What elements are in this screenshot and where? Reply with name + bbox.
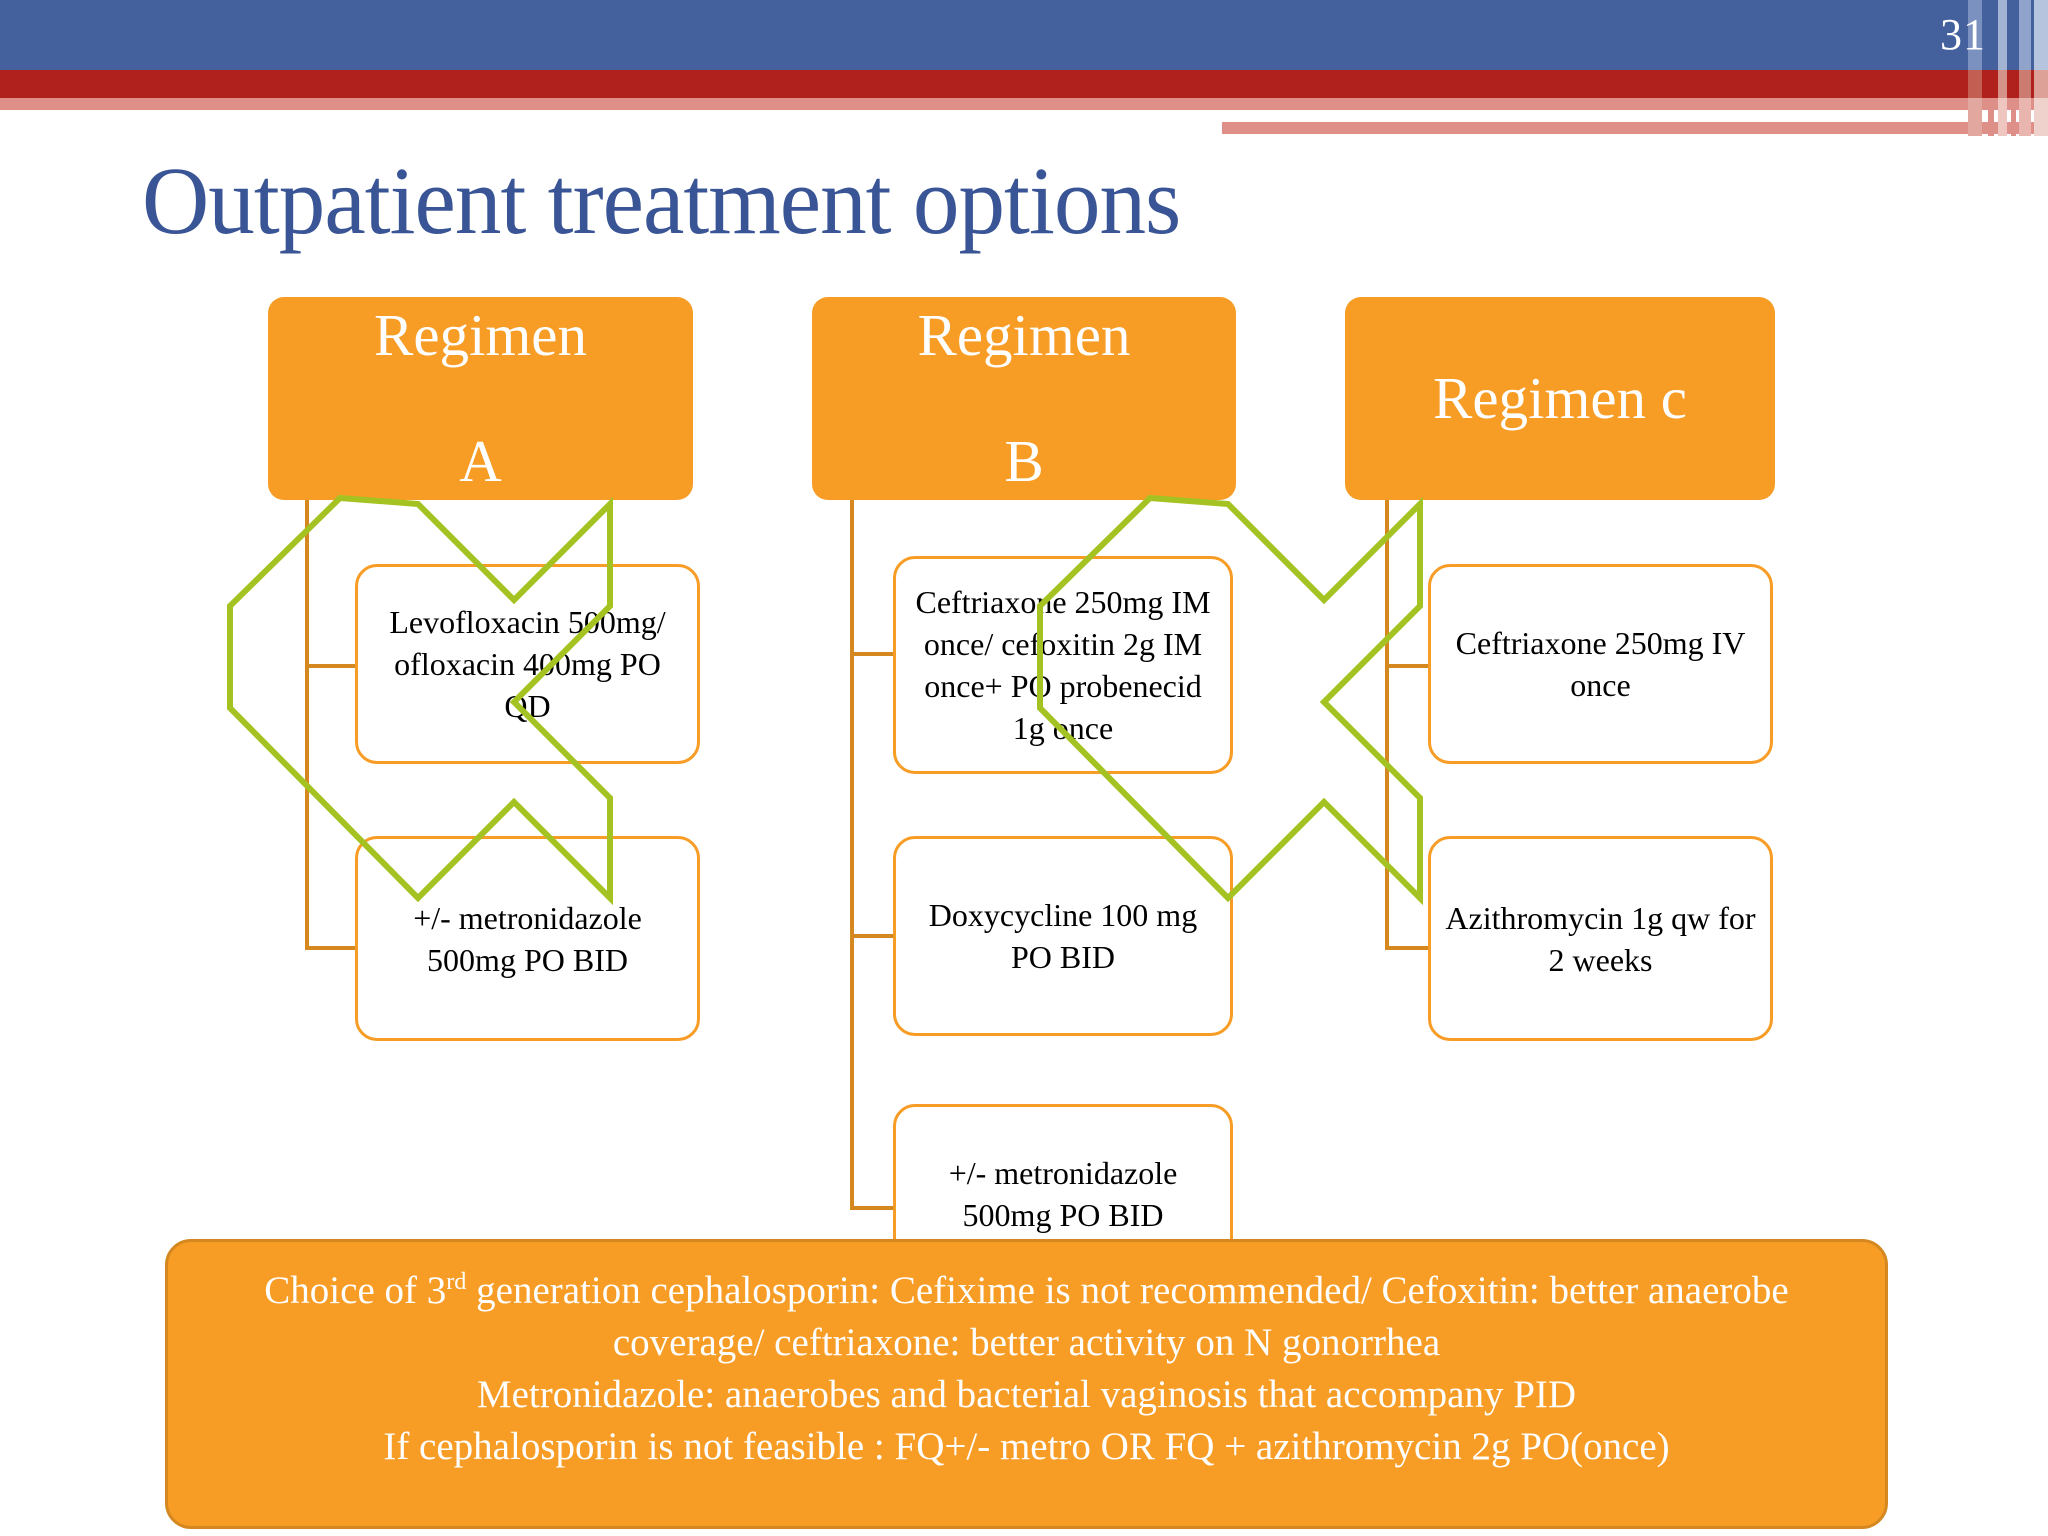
page-number: 31: [1940, 10, 1986, 59]
drug-box-b-1-text: Ceftriaxone 250mg IM once/ cefoxitin 2g …: [915, 584, 1211, 746]
drug-box-c-1-text: Ceftriaxone 250mg IV once: [1455, 625, 1746, 703]
connector-vertical-c: [1385, 500, 1389, 950]
header-pink-band-right-upper: [1222, 98, 2048, 110]
drug-box-a-2[interactable]: +/- metronidazole 500mg PO BID: [355, 836, 700, 1041]
connector-horizontal-b-1: [850, 652, 900, 656]
drug-box-b-1[interactable]: Ceftriaxone 250mg IM once/ cefoxitin 2g …: [893, 556, 1233, 774]
regimen-header-a[interactable]: Regimen A: [268, 297, 693, 500]
header-pink-band-left: [0, 98, 1222, 110]
header-stripe-5: [2019, 0, 2031, 136]
connector-horizontal-c-2: [1385, 946, 1435, 950]
header-red-band: [0, 70, 2048, 98]
drug-box-a-2-text: +/- metronidazole 500mg PO BID: [413, 899, 642, 978]
callout-box: Choice of 3rd generation cephalosporin: …: [165, 1239, 1888, 1529]
regimen-a-label-line2: A: [459, 428, 502, 494]
connector-vertical-a: [305, 500, 309, 950]
header-stripe-2: [1988, 0, 1994, 136]
page-title: Outpatient treatment options: [142, 147, 1181, 254]
callout-line-2: coverage/ ceftriaxone: better activity o…: [612, 1321, 1441, 1364]
drug-box-a-1[interactable]: Levofloxacin 500mg/ ofloxacin 400mg PO Q…: [355, 564, 700, 764]
connector-vertical-b: [850, 500, 854, 1208]
drug-box-c-1[interactable]: Ceftriaxone 250mg IV once: [1428, 564, 1773, 764]
connector-horizontal-b-2: [850, 934, 900, 938]
drug-box-a-1-text: Levofloxacin 500mg/ ofloxacin 400mg PO Q…: [389, 604, 666, 724]
header-stripe-6: [2034, 0, 2048, 136]
header-stripe-1: [1968, 0, 1982, 136]
regimen-a-label-line1: Regimen: [373, 302, 587, 368]
drug-box-b-2[interactable]: Doxycycline 100 mg PO BID: [893, 836, 1233, 1036]
drug-box-c-2-text: Azithromycin 1g qw for 2 weeks: [1445, 899, 1756, 978]
header-white-gap-left: [0, 110, 1222, 122]
regimen-b-label-line2: B: [1004, 428, 1044, 494]
callout-line-3: Metronidazole: anaerobes and bacterial v…: [476, 1373, 1577, 1416]
header-stripe-3: [1998, 0, 2007, 136]
regimen-header-b[interactable]: Regimen B: [812, 297, 1236, 500]
connector-horizontal-a-1: [305, 664, 360, 668]
callout-line-1: Choice of 3rd generation cephalosporin: …: [194, 1256, 1859, 1317]
callout-line-4: If cephalosporin is not feasible : FQ+/-…: [383, 1425, 1670, 1468]
drug-box-c-2[interactable]: Azithromycin 1g qw for 2 weeks: [1428, 836, 1773, 1041]
regimen-header-c[interactable]: Regimen c: [1345, 297, 1775, 500]
callout-line-1-post: generation cephalosporin: Cefixime is no…: [466, 1269, 1789, 1312]
header-white-gap-right: [1222, 110, 2048, 122]
header-blue-band: [0, 0, 2048, 70]
drug-box-b-3-text: +/- metronidazole 500mg PO BID: [948, 1155, 1178, 1233]
connector-horizontal-b-3: [850, 1206, 900, 1210]
regimen-b-label-line1: Regimen: [917, 302, 1131, 368]
callout-line-1-superscript: rd: [446, 1268, 467, 1295]
header-pink-band-right-lower: [1222, 122, 2048, 134]
regimen-c-label: Regimen c: [1433, 365, 1687, 431]
header-stripe-4: [2011, 0, 2016, 136]
drug-box-b-2-text: Doxycycline 100 mg PO BID: [928, 897, 1198, 975]
connector-horizontal-a-2: [305, 946, 360, 950]
callout-line-1-pre: Choice of 3: [264, 1269, 447, 1312]
